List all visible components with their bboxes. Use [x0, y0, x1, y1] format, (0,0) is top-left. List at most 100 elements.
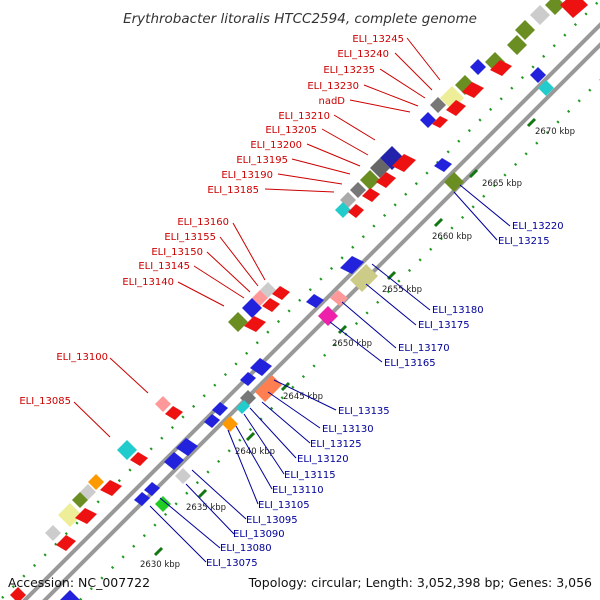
gene-feature[interactable]: [462, 82, 484, 98]
gene-label[interactable]: nadD: [318, 96, 345, 107]
gene-feature[interactable]: [10, 587, 26, 600]
gene-label[interactable]: ELI_13075: [206, 558, 258, 569]
gene-feature[interactable]: [306, 294, 324, 308]
gene-feature[interactable]: [430, 97, 446, 113]
gene-feature[interactable]: [134, 492, 150, 506]
gene-label[interactable]: ELI_13180: [432, 305, 484, 316]
gene-feature[interactable]: [155, 496, 171, 512]
gene-feature[interactable]: [244, 316, 266, 332]
gene-feature[interactable]: [272, 286, 290, 300]
gene-label[interactable]: ELI_13135: [338, 406, 390, 417]
gene-feature[interactable]: [490, 60, 512, 76]
gene-feature[interactable]: [392, 154, 416, 172]
gene-feature[interactable]: [444, 172, 464, 192]
gene-feature[interactable]: [144, 482, 160, 496]
gene-feature[interactable]: [45, 525, 61, 541]
gene-feature[interactable]: [318, 306, 338, 326]
gene-label[interactable]: ELI_13210: [278, 111, 330, 122]
gene-label[interactable]: ELI_13195: [236, 155, 288, 166]
gene-label[interactable]: ELI_13175: [418, 320, 470, 331]
gene-label[interactable]: ELI_13235: [323, 65, 375, 76]
gene-feature[interactable]: [340, 256, 364, 274]
gene-feature[interactable]: [204, 414, 220, 428]
gene-label[interactable]: ELI_13220: [512, 221, 564, 232]
gene-feature[interactable]: [420, 112, 436, 128]
gene-feature[interactable]: [60, 590, 80, 600]
gene-feature[interactable]: [165, 406, 183, 420]
gene-label[interactable]: ELI_13115: [284, 470, 336, 481]
gene-feature[interactable]: [212, 402, 228, 416]
gene-feature[interactable]: [530, 67, 546, 83]
gene-feature[interactable]: [250, 358, 272, 376]
gene-feature[interactable]: [360, 170, 380, 190]
gene-feature[interactable]: [350, 264, 378, 292]
gene-label[interactable]: ELI_13185: [207, 185, 259, 196]
gene-feature[interactable]: [330, 290, 348, 306]
gene-feature[interactable]: [72, 492, 88, 508]
gene-feature[interactable]: [538, 80, 554, 96]
gene-feature[interactable]: [164, 452, 184, 470]
gene-feature[interactable]: [434, 158, 452, 172]
gene-label[interactable]: ELI_13085: [19, 396, 71, 407]
gene-feature[interactable]: [335, 202, 351, 218]
kbp-tick-label: 2650 kbp: [332, 339, 372, 349]
gene-label[interactable]: ELI_13230: [307, 81, 359, 92]
gene-feature[interactable]: [545, 0, 565, 15]
gene-label[interactable]: ELI_13100: [56, 352, 108, 363]
gene-feature[interactable]: [362, 188, 380, 202]
gene-feature[interactable]: [228, 312, 248, 332]
gene-label[interactable]: ELI_13080: [220, 543, 272, 554]
gene-label[interactable]: ELI_13120: [297, 454, 349, 465]
tick-mark: [280, 381, 291, 392]
gene-label[interactable]: ELI_13190: [221, 170, 273, 181]
gene-feature[interactable]: [262, 298, 280, 312]
leader-line: [193, 265, 245, 299]
gene-feature[interactable]: [348, 204, 364, 218]
gene-feature[interactable]: [88, 474, 104, 490]
tick-mark: [153, 546, 164, 557]
gene-feature[interactable]: [117, 440, 137, 460]
gene-feature[interactable]: [236, 400, 250, 414]
gene-label[interactable]: ELI_13125: [310, 439, 362, 450]
gene-feature[interactable]: [222, 416, 238, 432]
leader-line: [219, 236, 259, 287]
gene-feature[interactable]: [530, 5, 550, 25]
leader-line: [277, 173, 343, 185]
gene-feature[interactable]: [175, 468, 191, 484]
gene-label[interactable]: ELI_13200: [250, 140, 302, 151]
gene-feature[interactable]: [242, 298, 262, 318]
gene-label[interactable]: ELI_13090: [233, 529, 285, 540]
gene-label[interactable]: ELI_13215: [498, 236, 550, 247]
gene-feature[interactable]: [255, 375, 282, 402]
gene-feature[interactable]: [350, 182, 366, 198]
gene-feature[interactable]: [130, 452, 148, 466]
gene-label[interactable]: ELI_13160: [177, 217, 229, 228]
gene-label[interactable]: ELI_13240: [337, 49, 389, 60]
gene-feature[interactable]: [507, 35, 527, 55]
gene-feature[interactable]: [176, 438, 198, 456]
gene-feature[interactable]: [515, 20, 535, 40]
gene-label[interactable]: ELI_13245: [352, 34, 404, 45]
gene-label[interactable]: ELI_13150: [151, 247, 203, 258]
gene-label[interactable]: ELI_13095: [246, 515, 298, 526]
gene-label[interactable]: ELI_13140: [122, 277, 174, 288]
gene-feature[interactable]: [240, 372, 256, 386]
gene-feature[interactable]: [376, 172, 396, 188]
gene-label[interactable]: ELI_13165: [384, 358, 436, 369]
gene-label[interactable]: ELI_13205: [265, 125, 317, 136]
gene-feature[interactable]: [75, 508, 97, 524]
gene-label[interactable]: ELI_13130: [322, 424, 374, 435]
gene-feature[interactable]: [560, 0, 588, 18]
gene-feature[interactable]: [58, 503, 82, 527]
gene-feature[interactable]: [100, 480, 122, 496]
gene-feature[interactable]: [446, 100, 466, 116]
gene-label[interactable]: ELI_13105: [258, 500, 310, 511]
gene-feature[interactable]: [432, 116, 448, 128]
gene-label[interactable]: ELI_13110: [272, 485, 324, 496]
gene-feature[interactable]: [470, 59, 486, 75]
gene-label[interactable]: ELI_13155: [164, 232, 216, 243]
gene-label[interactable]: ELI_13145: [138, 261, 190, 272]
gene-feature[interactable]: [155, 396, 171, 412]
gene-feature[interactable]: [56, 535, 76, 551]
gene-label[interactable]: ELI_13170: [398, 343, 450, 354]
